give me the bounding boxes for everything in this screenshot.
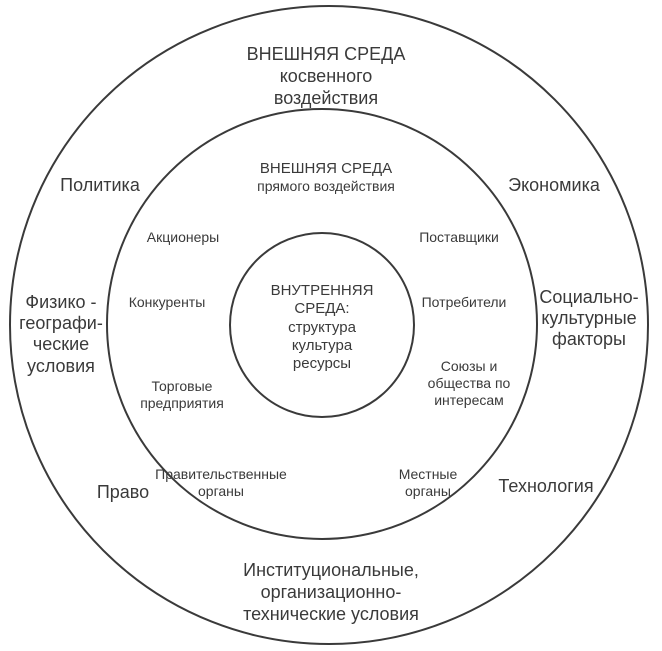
- outer-title-line3: воздействия: [273, 87, 379, 108]
- label-politics: Политика: [60, 175, 140, 195]
- local-line2: органы: [405, 483, 451, 500]
- label-physical-geographic: Физико - географи- ческие условия: [6, 292, 116, 377]
- inner-item-resources: ресурсы: [292, 355, 352, 373]
- inner-item-culture: культура: [291, 336, 353, 354]
- local-line1: Местные: [398, 466, 458, 482]
- label-competitors: Конкуренты: [128, 294, 206, 310]
- label-economy: Экономика: [508, 175, 600, 195]
- physgeo-line1: Физико -: [25, 292, 97, 312]
- label-institutional: Институциональные, организационно- техни…: [186, 560, 476, 626]
- physgeo-line3: ческие: [32, 334, 90, 355]
- inner-title-line2: СРЕДА:: [294, 300, 350, 318]
- trade-line2: предприятия: [140, 395, 224, 412]
- physgeo-line4: условия: [27, 355, 95, 376]
- outer-ring: [9, 5, 649, 645]
- label-government-bodies: Правительственные органы: [146, 466, 296, 500]
- label-shareholders: Акционеры: [146, 229, 220, 245]
- label-consumers: Потребители: [421, 294, 507, 310]
- label-law: Право: [96, 482, 150, 502]
- middle-title: ВНЕШНЯЯ СРЕДА прямого воздействия: [206, 160, 446, 195]
- unions-line2: общества по: [427, 375, 511, 392]
- label-suppliers: Поставщики: [419, 229, 499, 245]
- sociocult-line1: Социально-: [539, 287, 639, 307]
- inner-title-line1: ВНУТРЕННЯЯ: [270, 282, 374, 299]
- label-technology: Технология: [498, 476, 594, 496]
- unions-line1: Союзы и: [440, 358, 498, 374]
- outer-title-line1: ВНЕШНЯЯ СРЕДА: [246, 44, 406, 64]
- gov-line1: Правительственные: [155, 466, 287, 482]
- outer-title: ВНЕШНЯЯ СРЕДА косвенного воздействия: [206, 44, 446, 110]
- inner-ring: [229, 232, 415, 418]
- sociocult-line3: факторы: [552, 329, 626, 350]
- sociocult-line2: культурные: [541, 308, 637, 329]
- middle-title-line1: ВНЕШНЯЯ СРЕДА: [259, 160, 393, 177]
- gov-line2: органы: [198, 483, 244, 500]
- label-interest-unions: Союзы и общества по интересам: [406, 358, 532, 409]
- middle-ring: [106, 108, 538, 540]
- inner-title: ВНУТРЕННЯЯ СРЕДА: структура культура рес…: [247, 282, 397, 373]
- institutional-line3: технические условия: [243, 603, 419, 624]
- label-sociocultural: Социально- культурные факторы: [524, 287, 654, 351]
- middle-title-line2: прямого воздействия: [257, 178, 395, 195]
- outer-title-line2: косвенного: [279, 65, 373, 86]
- label-local-bodies: Местные органы: [378, 466, 478, 500]
- institutional-line2: организационно-: [260, 581, 402, 602]
- physgeo-line2: географи-: [19, 313, 103, 334]
- unions-line3: интересам: [434, 392, 504, 409]
- trade-line1: Торговые: [151, 378, 213, 394]
- label-trade-enterprises: Торговые предприятия: [122, 378, 242, 412]
- institutional-line1: Институциональные,: [243, 560, 419, 580]
- inner-item-structure: структура: [288, 318, 356, 336]
